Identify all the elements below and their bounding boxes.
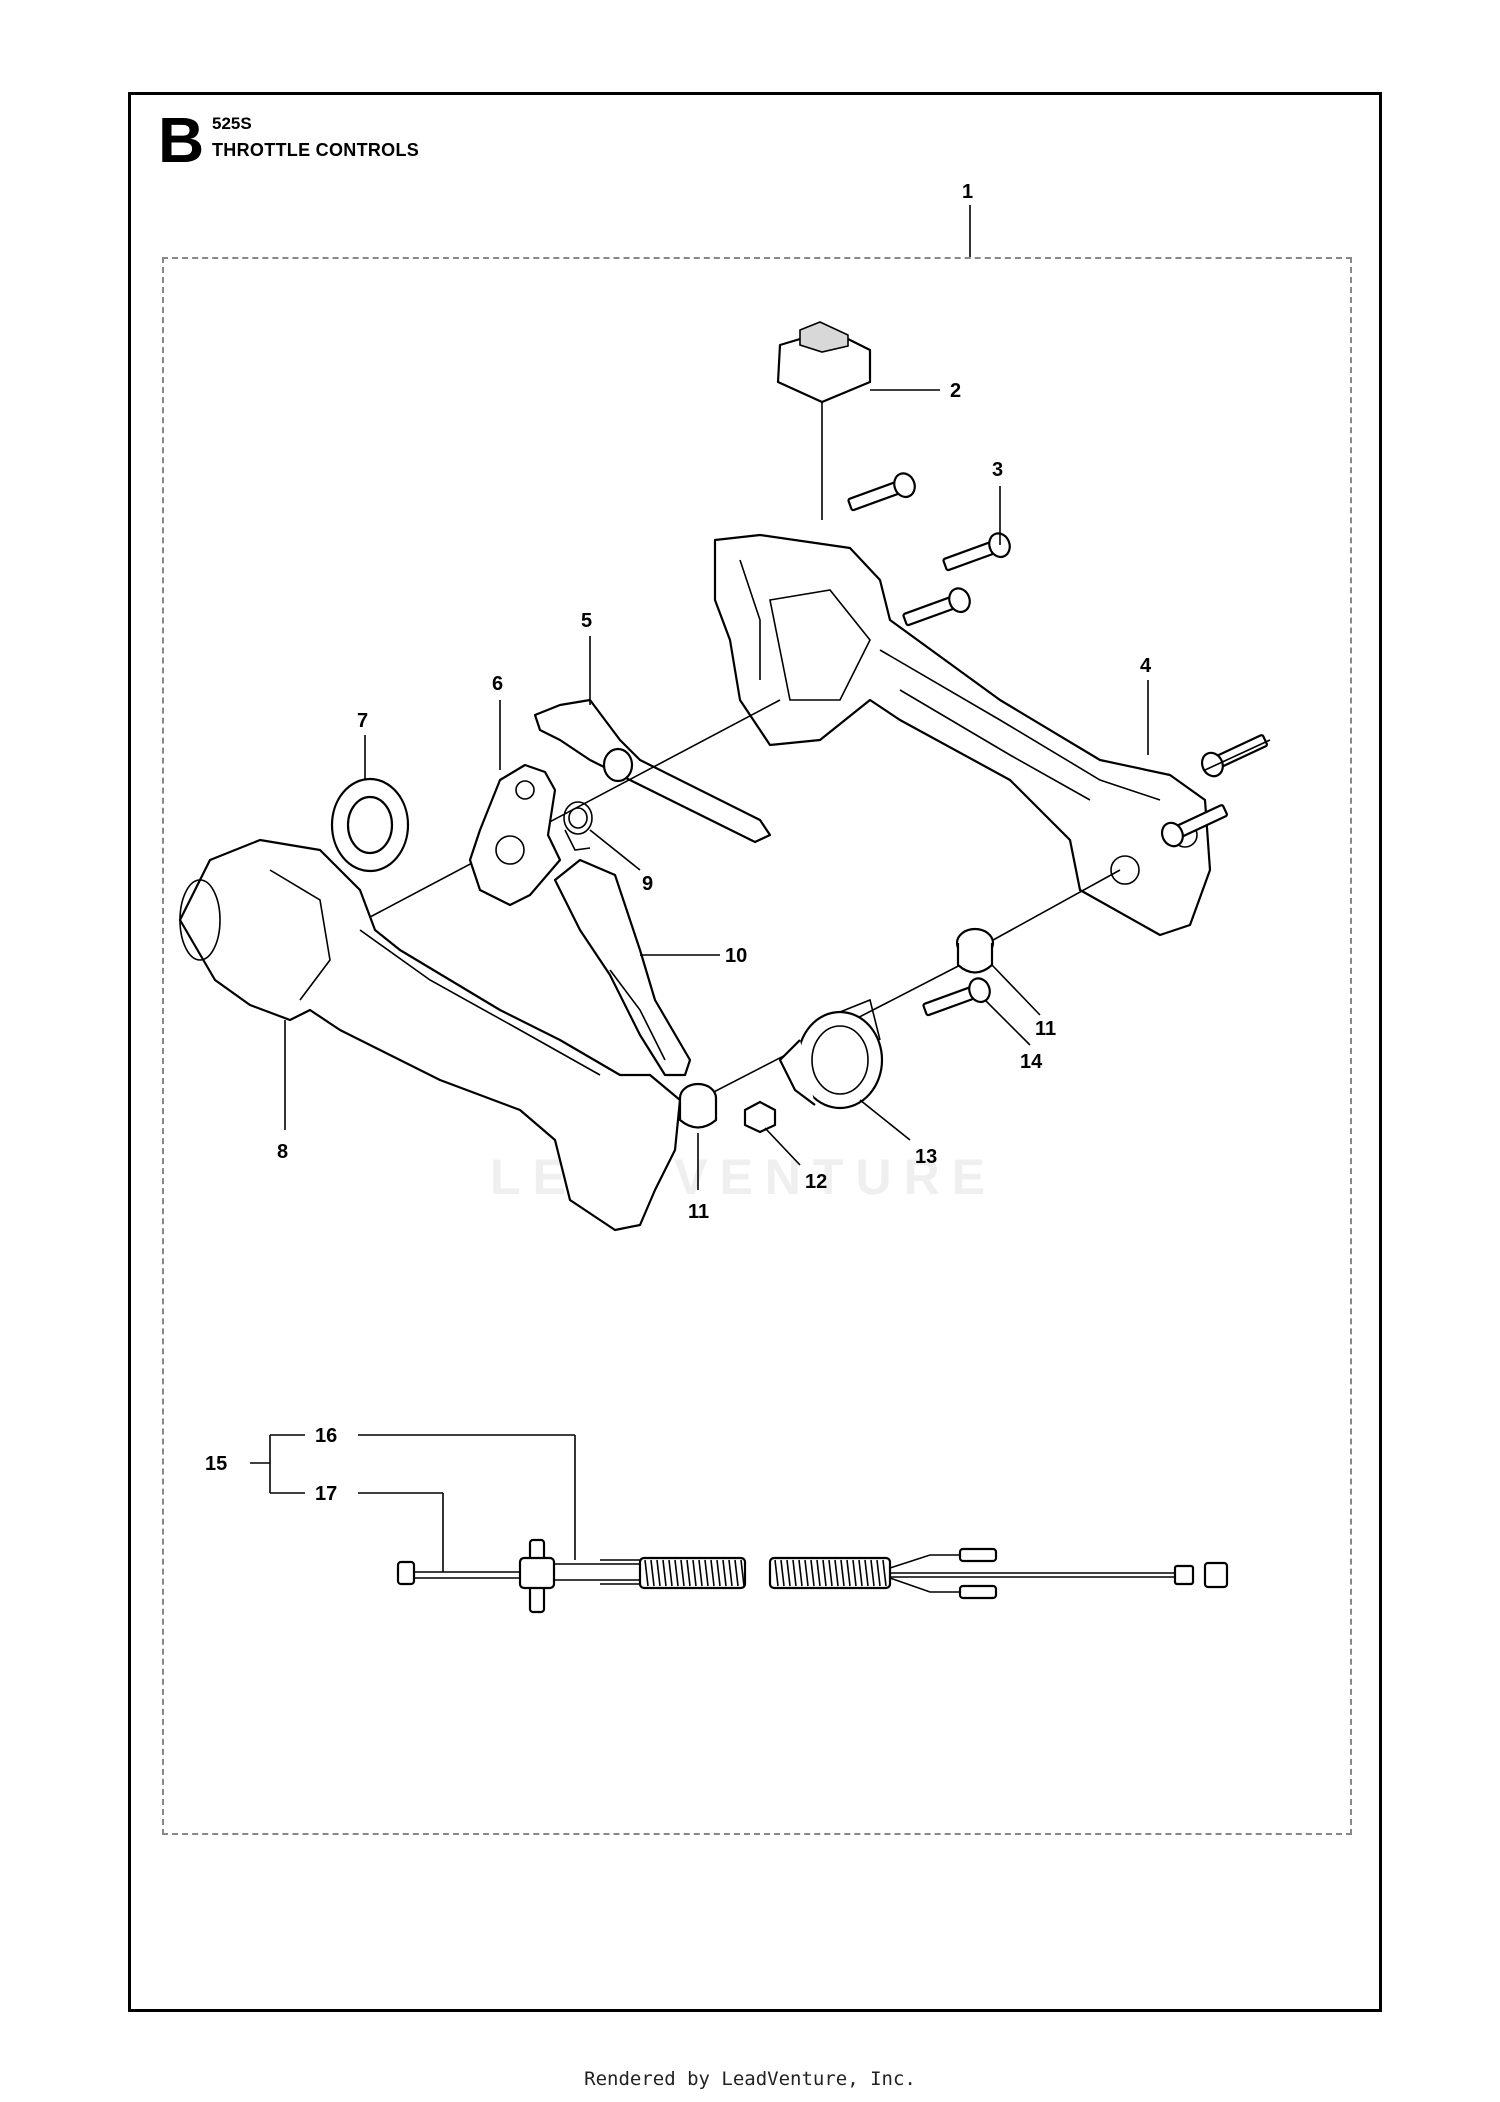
coil-ridge (810, 1559, 815, 1587)
coil-ridge (816, 1559, 821, 1587)
callout-11-lower: 11 (688, 1201, 709, 1223)
part-9-spring[interactable] (563, 801, 641, 871)
coil-ridge (786, 1559, 791, 1587)
coil-ridge (798, 1559, 803, 1587)
coil-ridge (780, 1559, 785, 1587)
part-6-bracket[interactable] (468, 700, 562, 907)
part-3-screws[interactable] (846, 470, 1013, 631)
part-8-handle-left-half[interactable] (178, 838, 682, 1232)
callout-3: 3 (992, 459, 1003, 481)
coil-ridge (716, 1559, 721, 1587)
coil-ridge (840, 1559, 845, 1587)
callout-12: 12 (805, 1171, 827, 1193)
callout-5: 5 (581, 610, 592, 632)
part-16-17-throttle-cable[interactable] (396, 1538, 1229, 1614)
coil-ridge (662, 1559, 667, 1587)
callout-6: 6 (492, 673, 503, 695)
coil-ridge (864, 1559, 869, 1587)
coil-ridge (834, 1559, 839, 1587)
callout-11-upper: 11 (1035, 1018, 1056, 1040)
callout-8: 8 (277, 1141, 288, 1163)
coil-ridge (680, 1559, 685, 1587)
part-13-cylinder[interactable] (778, 998, 911, 1141)
part-2-switch[interactable] (776, 321, 940, 520)
part-12-nut[interactable] (743, 1100, 801, 1166)
callout-10: 10 (725, 945, 747, 967)
coil-ridge (876, 1559, 881, 1587)
coil-ridge (686, 1559, 691, 1587)
coil-ridge (728, 1559, 733, 1587)
callout-14: 14 (1020, 1051, 1043, 1073)
coil-ridge (792, 1559, 797, 1587)
coil-ridge (722, 1559, 727, 1587)
callout-2: 2 (950, 380, 961, 402)
section-letter: B (158, 104, 205, 176)
coil-ridge (740, 1559, 745, 1587)
coil-ridge (692, 1559, 697, 1587)
callout-15: 15 (205, 1453, 227, 1475)
coil-ridge (882, 1559, 887, 1587)
coil-ridge (822, 1559, 827, 1587)
coil-ridge (828, 1559, 833, 1587)
page-title: THROTTLE CONTROLS (212, 140, 420, 160)
callout-9: 9 (642, 873, 653, 895)
coil-ridge (774, 1559, 779, 1587)
coil-ridge (852, 1559, 857, 1587)
coil-ridge (710, 1559, 715, 1587)
coil-ridge (858, 1559, 863, 1587)
callout-16: 16 (315, 1425, 337, 1447)
coil-ridge (674, 1559, 679, 1587)
coil-ridge (698, 1559, 703, 1587)
model-number: 525S (212, 114, 252, 133)
coil-ridge (656, 1559, 661, 1587)
coil-ridge (846, 1559, 851, 1587)
callout-13: 13 (915, 1146, 937, 1168)
part-4-handle-right-half[interactable] (713, 533, 1212, 937)
footer-credit: Rendered by LeadVenture, Inc. (584, 2068, 916, 2090)
part-11-cap-lower[interactable] (678, 1082, 718, 1190)
diagram-frame (128, 92, 1382, 2012)
part-5-lock-lever[interactable] (533, 636, 772, 844)
coil-ridge (704, 1559, 709, 1587)
coil-ridge (650, 1559, 655, 1587)
callout-1: 1 (962, 181, 973, 203)
coil-ridge (644, 1559, 649, 1587)
part-11-cap-upper[interactable] (955, 927, 1041, 1016)
part-4-screws[interactable] (1158, 729, 1271, 849)
part-14-screw[interactable] (921, 975, 1031, 1046)
cable-callout-leaders (250, 1434, 576, 1572)
coil-ridge (870, 1559, 875, 1587)
assembly-boundary (162, 257, 1352, 1835)
callout-17: 17 (315, 1483, 337, 1505)
callout-4: 4 (1140, 655, 1152, 677)
coil-ridge (668, 1559, 673, 1587)
part-10-throttle-trigger[interactable] (553, 858, 720, 1077)
coil-ridge (734, 1559, 739, 1587)
part-7-bushing[interactable] (330, 735, 410, 873)
callout-7: 7 (357, 710, 368, 732)
coil-ridge (804, 1559, 809, 1587)
